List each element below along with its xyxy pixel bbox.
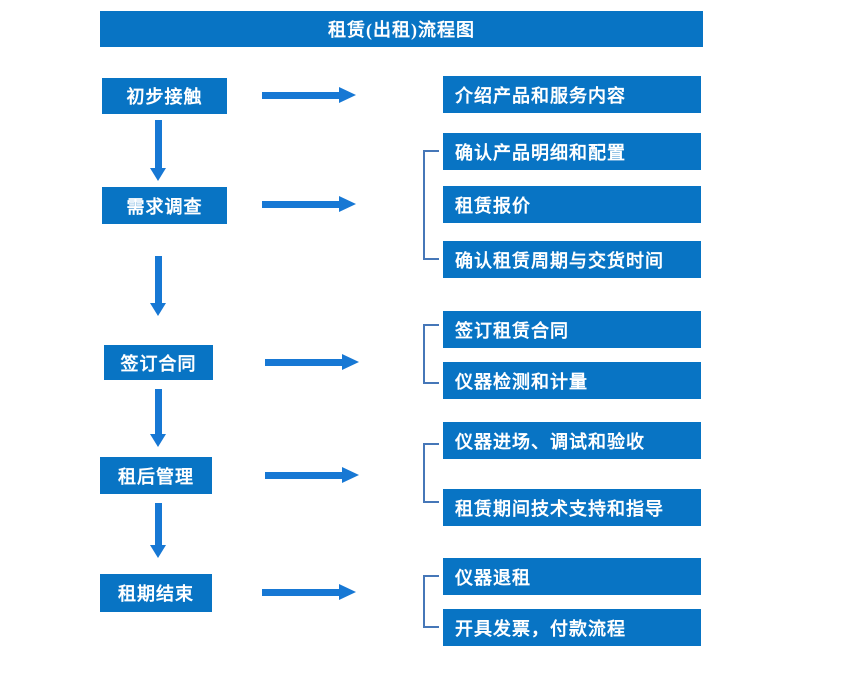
detail-box: 仪器检测和计量 xyxy=(443,362,701,399)
down-arrow xyxy=(150,256,166,316)
detail-box: 租赁期间技术支持和指导 xyxy=(443,489,701,526)
arrow-shaft xyxy=(154,256,162,303)
detail-box: 租赁报价 xyxy=(443,186,701,223)
arrow-head-icon xyxy=(339,196,356,212)
detail-box: 开具发票，付款流程 xyxy=(443,609,701,646)
group-bracket xyxy=(423,324,439,384)
arrow-head-icon xyxy=(150,545,166,558)
flowchart-title: 租赁(出租)流程图 xyxy=(100,11,703,47)
arrow-head-icon xyxy=(339,584,356,600)
arrow-shaft xyxy=(265,471,342,479)
right-arrow xyxy=(265,354,359,370)
arrow-shaft xyxy=(265,358,342,366)
arrow-shaft xyxy=(154,120,162,168)
arrow-head-icon xyxy=(150,434,166,447)
arrow-head-icon xyxy=(342,354,359,370)
detail-box: 确认产品明细和配置 xyxy=(443,133,701,170)
arrow-head-icon xyxy=(342,467,359,483)
detail-box: 仪器进场、调试和验收 xyxy=(443,422,701,459)
arrow-shaft xyxy=(262,200,339,208)
stage-post-rental-management: 租后管理 xyxy=(100,457,212,494)
detail-box: 仪器退租 xyxy=(443,558,701,595)
group-bracket xyxy=(423,443,439,503)
down-arrow xyxy=(150,503,166,558)
arrow-shaft xyxy=(154,503,162,545)
detail-box: 介绍产品和服务内容 xyxy=(443,76,701,113)
stage-sign-contract: 签订合同 xyxy=(104,345,213,380)
detail-box: 签订租赁合同 xyxy=(443,311,701,348)
right-arrow xyxy=(262,87,356,103)
arrow-head-icon xyxy=(339,87,356,103)
down-arrow xyxy=(150,389,166,447)
right-arrow xyxy=(262,196,356,212)
group-bracket xyxy=(423,150,439,260)
right-arrow xyxy=(265,467,359,483)
stage-demand-survey: 需求调查 xyxy=(102,187,227,224)
arrow-shaft xyxy=(262,588,339,596)
detail-box: 确认租赁周期与交货时间 xyxy=(443,241,701,278)
down-arrow xyxy=(150,120,166,181)
arrow-shaft xyxy=(154,389,162,434)
arrow-shaft xyxy=(262,91,339,99)
group-bracket xyxy=(423,575,439,628)
stage-rental-period-end: 租期结束 xyxy=(100,574,212,612)
arrow-head-icon xyxy=(150,168,166,181)
right-arrow xyxy=(262,584,356,600)
arrow-head-icon xyxy=(150,303,166,316)
stage-initial-contact: 初步接触 xyxy=(102,78,227,114)
